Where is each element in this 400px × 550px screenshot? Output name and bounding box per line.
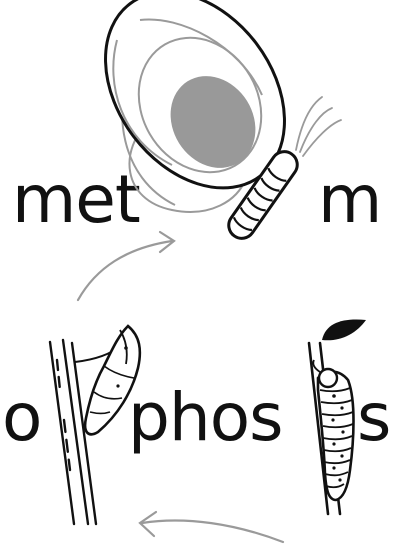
pupa-icon xyxy=(48,324,142,526)
word-s: s xyxy=(357,379,390,456)
cycle-arrow-icon xyxy=(76,230,285,544)
butterfly-icon xyxy=(104,0,342,240)
caterpillar-icon xyxy=(307,319,366,516)
word-met: met xyxy=(12,161,140,238)
word-o: o xyxy=(2,379,41,456)
word-m-top: m xyxy=(318,161,381,238)
word-phos: phos xyxy=(128,379,283,456)
